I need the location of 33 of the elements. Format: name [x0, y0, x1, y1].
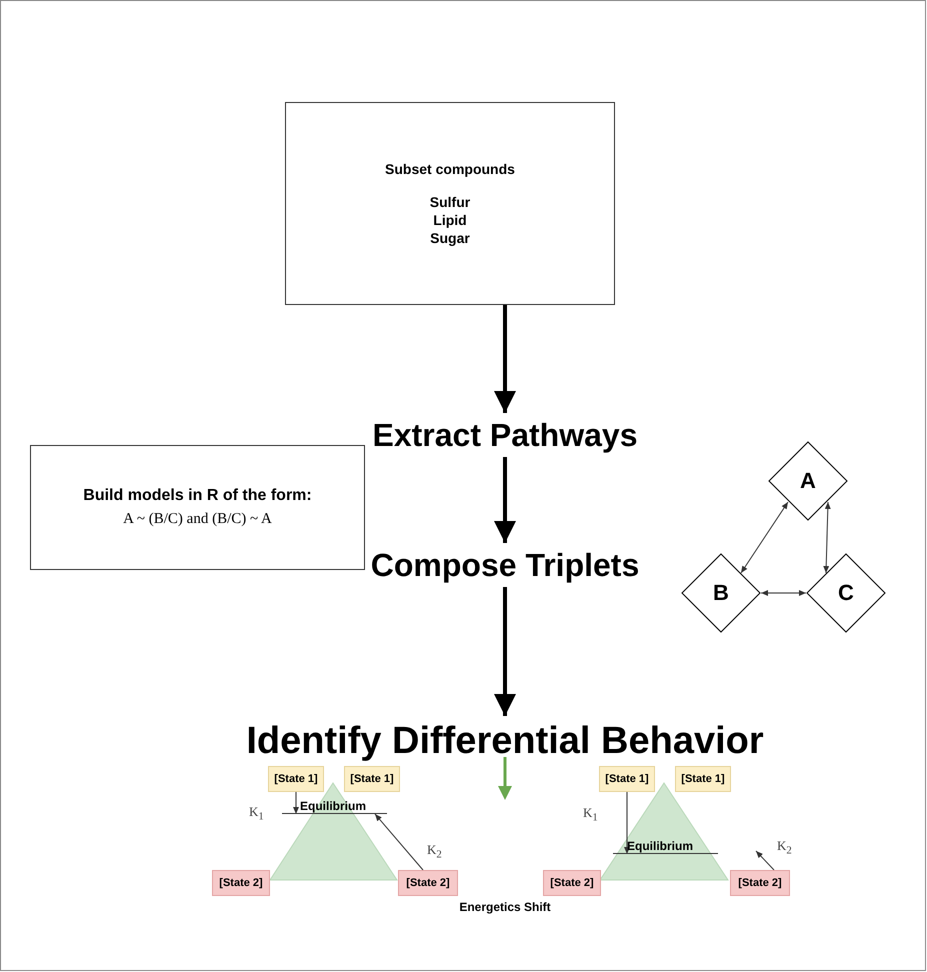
box-title: Build models in R of the form:: [83, 487, 312, 505]
process-box: [285, 102, 615, 305]
process-box: [30, 445, 365, 570]
arrow: [740, 502, 788, 574]
arrow: [494, 457, 516, 543]
arrow: [756, 850, 774, 870]
arrow: [374, 814, 424, 870]
state-label: [State 1]: [605, 773, 649, 785]
node-label: B: [713, 580, 729, 606]
formula: A ~ (B/C) and (B/C) ~ A: [123, 511, 272, 528]
state-label: [State 2]: [550, 877, 594, 889]
node-label: C: [838, 580, 854, 606]
state-label: [State 1]: [681, 773, 725, 785]
state-label: [State 2]: [219, 877, 263, 889]
step-heading: Extract Pathways: [372, 416, 638, 454]
state-label: [State 1]: [350, 773, 394, 785]
arrow: [494, 305, 516, 413]
arrow: [293, 792, 299, 814]
arrow: [494, 587, 516, 716]
arrow: [760, 590, 806, 596]
line-label: Equilibrium: [627, 839, 693, 853]
arrow: [624, 792, 630, 854]
caption-text: Energetics Shift: [458, 900, 552, 914]
line-label: Equilibrium: [300, 799, 366, 813]
state-label: [State 2]: [406, 877, 450, 889]
box-text: Sulfur Lipid Sugar: [428, 192, 472, 246]
arrow: [823, 502, 831, 574]
state-label: [State 2]: [738, 877, 782, 889]
box-title: Subset compounds: [385, 160, 515, 176]
step-heading: Identify Differential Behavior: [246, 720, 764, 762]
step-heading: Compose Triplets: [370, 546, 640, 584]
node-label: A: [800, 468, 816, 494]
state-label: [State 1]: [274, 773, 318, 785]
